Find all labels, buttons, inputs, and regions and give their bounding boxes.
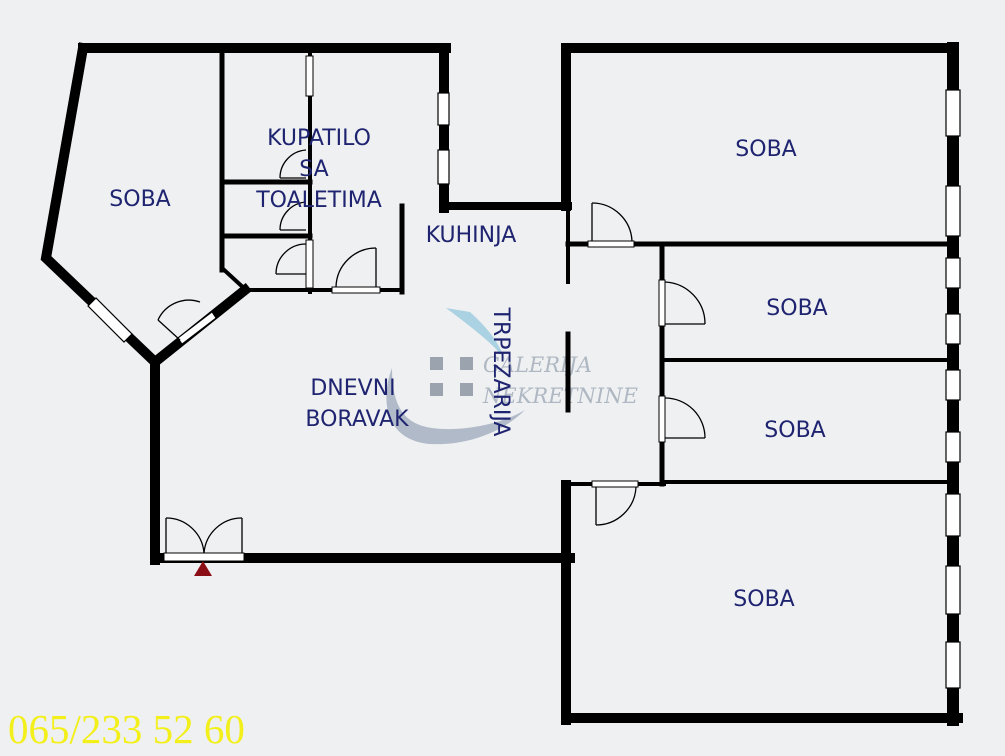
door-bathroom bbox=[331, 247, 381, 294]
watermark-line1: GALERIJA bbox=[483, 353, 592, 377]
watermark-square bbox=[460, 383, 473, 396]
label-kuhinja: KUHINJA bbox=[426, 223, 517, 248]
wall-bath-diag bbox=[219, 265, 249, 293]
door-toilet-3 bbox=[279, 201, 307, 231]
door-toilet-4 bbox=[275, 239, 314, 289]
door-toilet-1 bbox=[305, 55, 314, 97]
label-dnevni: DNEVNI bbox=[310, 376, 395, 401]
label-soba-mid-right-2: SOBA bbox=[764, 418, 825, 443]
watermark-line2: NEKRETNINE bbox=[482, 384, 638, 408]
door-room-mid-1 bbox=[658, 279, 706, 327]
door-room-top-right bbox=[587, 202, 635, 248]
door-room-bottom-right bbox=[591, 480, 639, 526]
label-soba-top-right: SOBA bbox=[735, 137, 796, 162]
window bbox=[437, 149, 450, 185]
watermark-square bbox=[430, 383, 443, 396]
window bbox=[945, 493, 961, 537]
window bbox=[945, 369, 961, 401]
label-kupatilo-2: SA bbox=[299, 157, 328, 182]
entrance-arrow-icon bbox=[194, 561, 212, 576]
window-diagonal bbox=[87, 297, 133, 343]
label-boravak: BORAVAK bbox=[305, 407, 409, 432]
window bbox=[945, 641, 961, 689]
window bbox=[945, 185, 961, 237]
window bbox=[945, 565, 961, 615]
label-kupatilo-1: KUPATILO bbox=[267, 126, 371, 151]
watermark-square bbox=[430, 357, 443, 370]
label-kupatilo-3: TOALETIMA bbox=[255, 188, 382, 213]
label-trpezarija: TRPEZARIJA bbox=[488, 307, 513, 437]
door-entrance bbox=[163, 517, 245, 562]
phone-number: 065/233 52 60 bbox=[8, 706, 245, 752]
watermark-square bbox=[460, 357, 473, 370]
label-soba-left: SOBA bbox=[109, 187, 170, 212]
room-labels: SOBA KUPATILO SA TOALETIMA KUHINJA SOBA … bbox=[109, 126, 827, 612]
doors bbox=[157, 55, 706, 562]
window bbox=[437, 92, 450, 126]
windows bbox=[87, 89, 961, 689]
window bbox=[945, 313, 961, 345]
window bbox=[945, 89, 961, 137]
watermark-swoosh-top bbox=[446, 308, 505, 360]
door-toilet-2 bbox=[279, 149, 307, 179]
watermark-logo: GALERIJA NEKRETNINE bbox=[386, 308, 638, 445]
door-room-mid-2 bbox=[658, 395, 706, 443]
window bbox=[945, 257, 961, 289]
label-soba-mid-right-1: SOBA bbox=[766, 296, 827, 321]
window bbox=[945, 431, 961, 463]
label-soba-bottom-right: SOBA bbox=[733, 587, 794, 612]
watermark-swoosh bbox=[386, 368, 525, 445]
door-left-room bbox=[157, 299, 217, 345]
